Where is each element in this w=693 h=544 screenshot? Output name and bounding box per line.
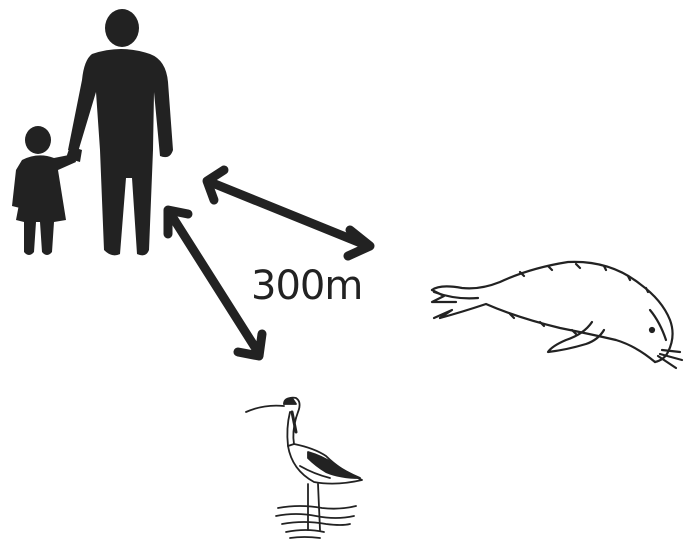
people-group — [12, 9, 173, 255]
seal-icon — [432, 262, 682, 368]
distance-arrow-to-seal — [207, 170, 370, 256]
child-silhouette-icon — [12, 126, 76, 255]
avocet-bird-icon — [246, 398, 362, 538]
distance-arrow-to-bird — [168, 210, 262, 356]
adult-silhouette-icon — [66, 9, 173, 255]
distance-label: 300m — [251, 266, 362, 306]
